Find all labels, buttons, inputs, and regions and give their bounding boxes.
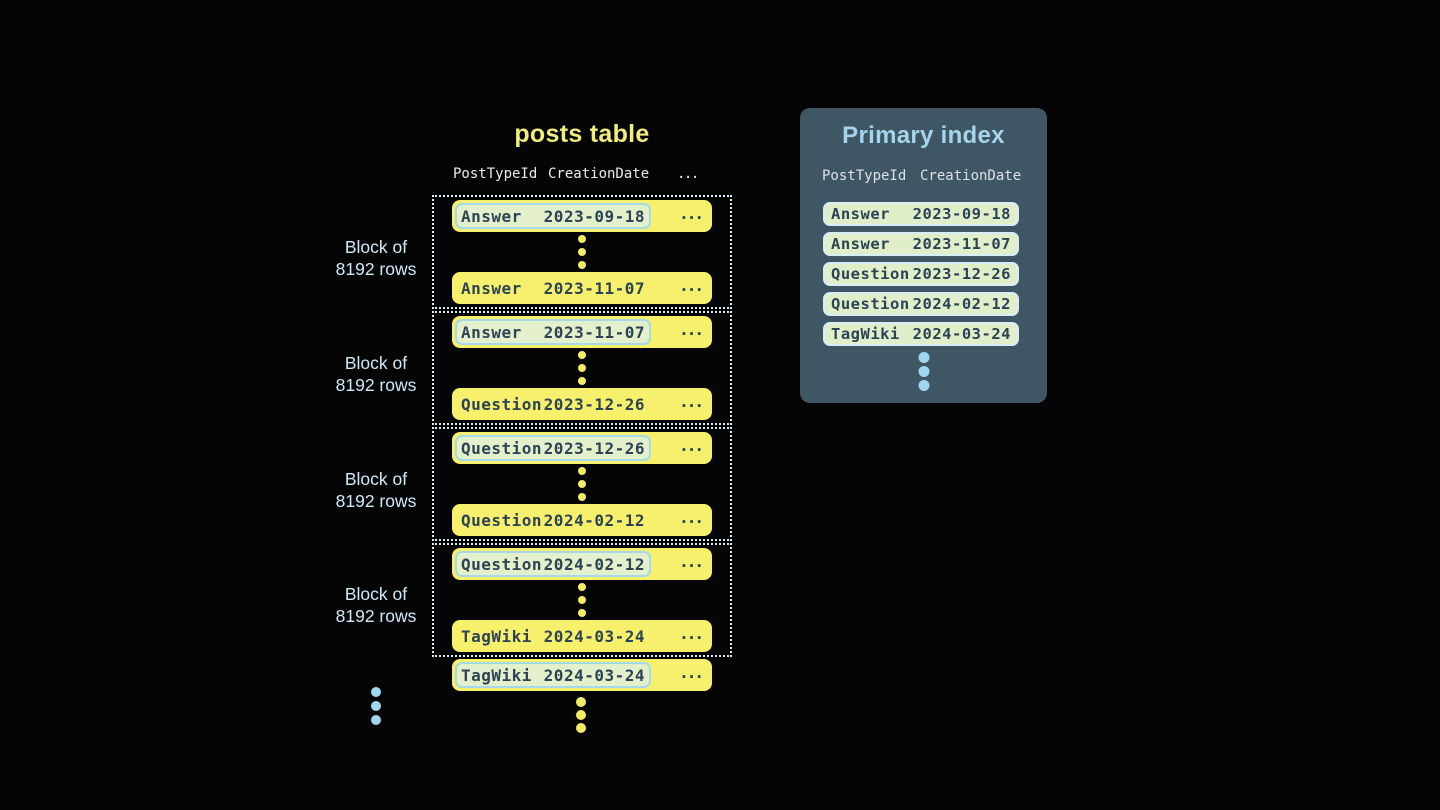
posts-table-title: posts table — [514, 120, 650, 148]
row-values: Question 2024-02-12 — [455, 507, 651, 533]
indexed-row-highlight: Answer 2023-09-18 — [455, 203, 651, 229]
row-values: Question 2023-12-26 — [455, 391, 651, 417]
block-size-label: Block of 8192 rows — [306, 237, 446, 280]
posts-block-3: Question 2023-12-26 ... Question 2024-02… — [432, 427, 732, 541]
posts-header-creationdate: CreationDate — [548, 166, 650, 182]
creation-date-value: 2023-11-07 — [912, 235, 1011, 253]
table-row-last: Question 2024-02-12 ... — [452, 504, 712, 536]
block-size-label: Block of 8192 rows — [306, 353, 446, 396]
block-label-line2: 8192 rows — [335, 490, 417, 511]
creation-date-value: 2023-09-18 — [912, 205, 1011, 223]
post-type-value: Question — [461, 394, 543, 414]
post-type-value: TagWiki — [461, 626, 532, 646]
index-continuation-dots — [918, 350, 929, 392]
post-type-value: Answer — [831, 235, 890, 253]
creation-date-value: 2023-11-07 — [543, 278, 645, 298]
post-type-value: Question — [461, 554, 543, 574]
post-type-value: TagWiki — [831, 325, 900, 343]
post-type-value: Answer — [461, 322, 522, 342]
post-type-value: Answer — [461, 206, 522, 226]
indexed-row-highlight: Question 2023-12-26 — [455, 435, 651, 461]
row-ellipsis: ... — [679, 552, 704, 572]
index-entry: Answer 2023-11-07 — [823, 232, 1019, 256]
posts-header-posttypeid: PostTypeId — [453, 166, 538, 182]
index-entry: Question 2023-12-26 — [823, 262, 1019, 286]
post-type-value: Question — [461, 438, 543, 458]
table-row-last: Question 2023-12-26 ... — [452, 388, 712, 420]
creation-date-value: 2023-12-26 — [912, 265, 1011, 283]
indexed-row-highlight: TagWiki 2024-03-24 — [455, 662, 651, 688]
post-type-value: TagWiki — [461, 665, 532, 685]
post-type-value: Question — [831, 265, 910, 283]
block-label-line1: Block of — [344, 584, 408, 604]
table-row-last: Answer 2023-11-07 ... — [452, 272, 712, 304]
table-row-next-block-first: TagWiki 2024-03-24 ... — [452, 659, 712, 691]
row-ellipsis: ... — [679, 436, 704, 456]
creation-date-value: 2024-03-24 — [543, 665, 645, 685]
index-entry: Question 2024-02-12 — [823, 292, 1019, 316]
row-ellipsis: ... — [679, 204, 704, 224]
row-ellipsis: ... — [679, 508, 704, 528]
row-ellipsis: ... — [679, 320, 704, 340]
index-entry: TagWiki 2024-03-24 — [823, 322, 1019, 346]
block-label-line2: 8192 rows — [335, 605, 417, 626]
vertical-ellipsis-dots — [578, 349, 586, 388]
index-header-creationdate: CreationDate — [920, 168, 1022, 184]
vertical-ellipsis-dots — [578, 581, 586, 620]
block-size-label: Block of 8192 rows — [306, 469, 446, 512]
vertical-ellipsis-dots — [578, 465, 586, 504]
row-values: TagWiki 2024-03-24 — [455, 623, 651, 649]
posts-block-4: Question 2024-02-12 ... TagWiki 2024-03-… — [432, 543, 732, 657]
block-label-line1: Block of — [344, 237, 408, 257]
table-row-last: TagWiki 2024-03-24 ... — [452, 620, 712, 652]
creation-date-value: 2023-12-26 — [543, 394, 645, 414]
creation-date-value: 2024-02-12 — [543, 510, 645, 530]
creation-date-value: 2023-12-26 — [543, 438, 645, 458]
creation-date-value: 2024-02-12 — [912, 295, 1011, 313]
creation-date-value: 2023-11-07 — [543, 322, 645, 342]
row-ellipsis: ... — [679, 624, 704, 644]
block-label-line2: 8192 rows — [335, 258, 417, 279]
primary-index-panel: Primary index PostTypeId CreationDate An… — [800, 108, 1047, 403]
table-row-first: Answer 2023-11-07 ... — [452, 316, 712, 348]
block-size-label: Block of 8192 rows — [306, 584, 446, 627]
posts-header-ellipsis: ... — [677, 166, 699, 182]
post-type-value: Answer — [461, 278, 522, 298]
row-ellipsis: ... — [679, 276, 704, 296]
row-ellipsis: ... — [679, 392, 704, 412]
row-ellipsis: ... — [679, 663, 704, 683]
table-row-first: Question 2023-12-26 ... — [452, 432, 712, 464]
posts-block-1: Answer 2023-09-18 ... Answer 2023-11-07 … — [432, 195, 732, 309]
vertical-ellipsis-dots — [578, 233, 586, 272]
index-entry: Answer 2023-09-18 — [823, 202, 1019, 226]
indexed-row-highlight: Question 2024-02-12 — [455, 551, 651, 577]
block-label-line1: Block of — [344, 469, 408, 489]
table-row-first: Answer 2023-09-18 ... — [452, 200, 712, 232]
indexed-row-highlight: Answer 2023-11-07 — [455, 319, 651, 345]
creation-date-value: 2023-09-18 — [543, 206, 645, 226]
blocks-continuation-dots — [371, 685, 381, 727]
table-continuation-dots — [576, 695, 586, 734]
creation-date-value: 2024-03-24 — [543, 626, 645, 646]
table-row-first: Question 2024-02-12 ... — [452, 548, 712, 580]
primary-index-title: Primary index — [842, 122, 1005, 149]
post-type-value: Question — [461, 510, 543, 530]
post-type-value: Answer — [831, 205, 890, 223]
block-label-line2: 8192 rows — [335, 374, 417, 395]
block-label-line1: Block of — [344, 353, 408, 373]
row-values: Answer 2023-11-07 — [455, 275, 651, 301]
index-header-posttypeid: PostTypeId — [822, 168, 907, 184]
post-type-value: Question — [831, 295, 910, 313]
creation-date-value: 2024-02-12 — [543, 554, 645, 574]
posts-block-2: Answer 2023-11-07 ... Question 2023-12-2… — [432, 311, 732, 425]
creation-date-value: 2024-03-24 — [912, 325, 1011, 343]
